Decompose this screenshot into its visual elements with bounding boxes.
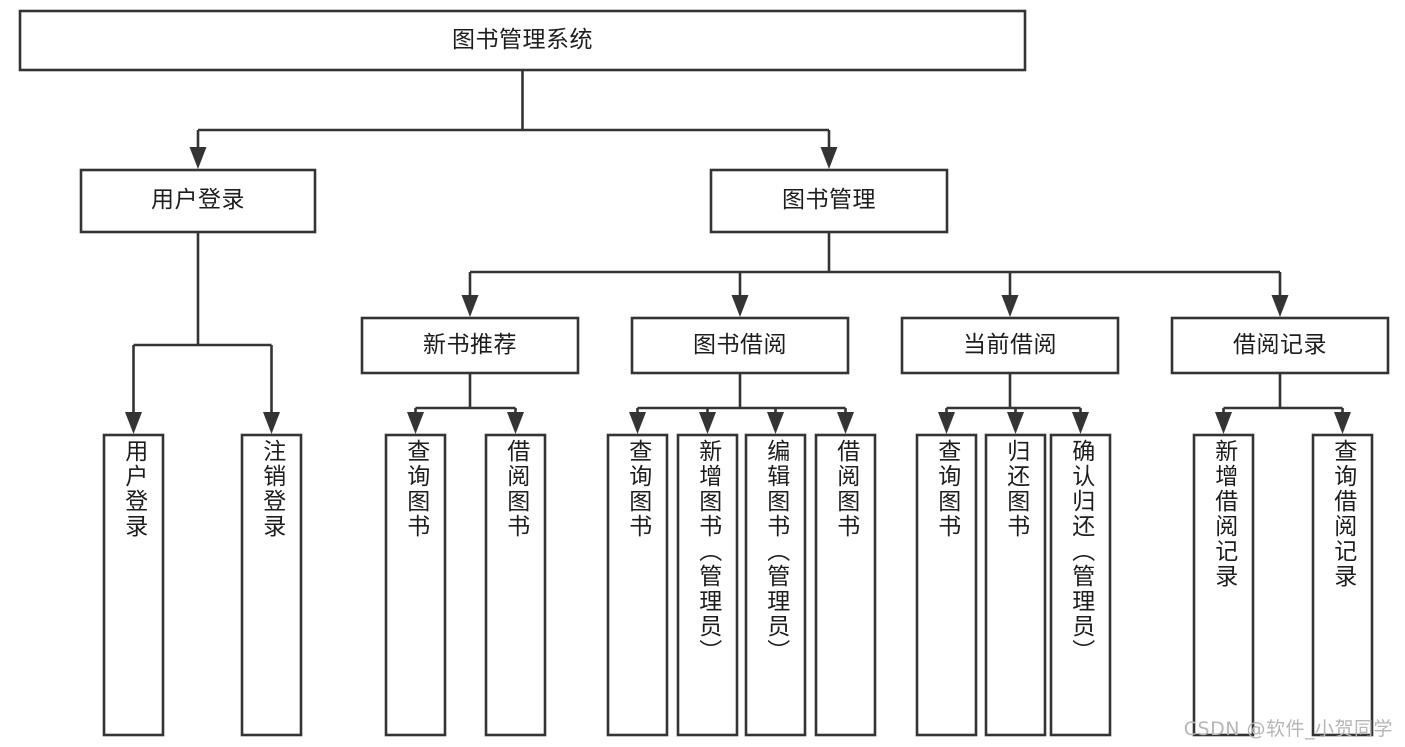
node-box-leaf-cur-return[interactable]	[984, 433, 1047, 737]
node-leaf-bor-borrow[interactable]	[816, 435, 875, 735]
node-leaf-bor-query[interactable]	[608, 435, 667, 735]
node-box-leaf-user-login[interactable]	[102, 433, 165, 737]
node-box-leaf-rek-query[interactable]	[1311, 433, 1374, 737]
node-box-current-borrow[interactable]	[900, 316, 1120, 375]
node-box-root[interactable]	[18, 9, 1027, 72]
node-new-book-rec[interactable]	[362, 318, 578, 373]
node-book-borrow[interactable]	[632, 318, 848, 373]
node-box-leaf-cur-confirm[interactable]	[1049, 433, 1112, 737]
node-box-leaf-bor-edit[interactable]	[744, 433, 807, 737]
node-book-manage[interactable]	[711, 170, 947, 232]
node-leaf-rek-add[interactable]	[1194, 435, 1253, 735]
node-leaf-cur-confirm[interactable]	[1051, 435, 1110, 735]
node-box-leaf-bor-query[interactable]	[606, 433, 669, 737]
node-box-leaf-rec-borrow[interactable]	[484, 433, 547, 737]
node-leaf-user-logout[interactable]	[242, 435, 301, 735]
node-leaf-cur-return[interactable]	[986, 435, 1045, 735]
node-leaf-rec-query[interactable]	[386, 435, 445, 735]
node-leaf-bor-edit[interactable]	[746, 435, 805, 735]
node-box-user-login[interactable]	[79, 168, 317, 234]
watermark-text: CSDN @软件_小贺同学	[1183, 718, 1393, 740]
node-box-leaf-bor-borrow[interactable]	[814, 433, 877, 737]
node-box-book-borrow[interactable]	[630, 316, 850, 375]
node-box-book-manage[interactable]	[709, 168, 949, 234]
node-box-leaf-rec-query[interactable]	[384, 433, 447, 737]
node-user-login[interactable]	[81, 170, 315, 232]
box-layer	[18, 9, 1390, 737]
node-current-borrow[interactable]	[902, 318, 1118, 373]
node-leaf-bor-add[interactable]	[678, 435, 737, 735]
node-leaf-rec-borrow[interactable]	[486, 435, 545, 735]
edge-layer	[125, 70, 1351, 434]
node-borrow-record[interactable]	[1172, 318, 1388, 373]
node-leaf-rek-query[interactable]	[1313, 435, 1372, 735]
node-box-leaf-bor-add[interactable]	[676, 433, 739, 737]
node-leaf-cur-query[interactable]	[917, 435, 976, 735]
node-box-leaf-rek-add[interactable]	[1192, 433, 1255, 737]
node-box-leaf-user-logout[interactable]	[240, 433, 303, 737]
node-root[interactable]	[20, 11, 1025, 70]
node-box-leaf-cur-query[interactable]	[915, 433, 978, 737]
node-box-borrow-record[interactable]	[1170, 316, 1390, 375]
node-leaf-user-login[interactable]	[104, 435, 163, 735]
node-box-new-book-rec[interactable]	[360, 316, 580, 375]
